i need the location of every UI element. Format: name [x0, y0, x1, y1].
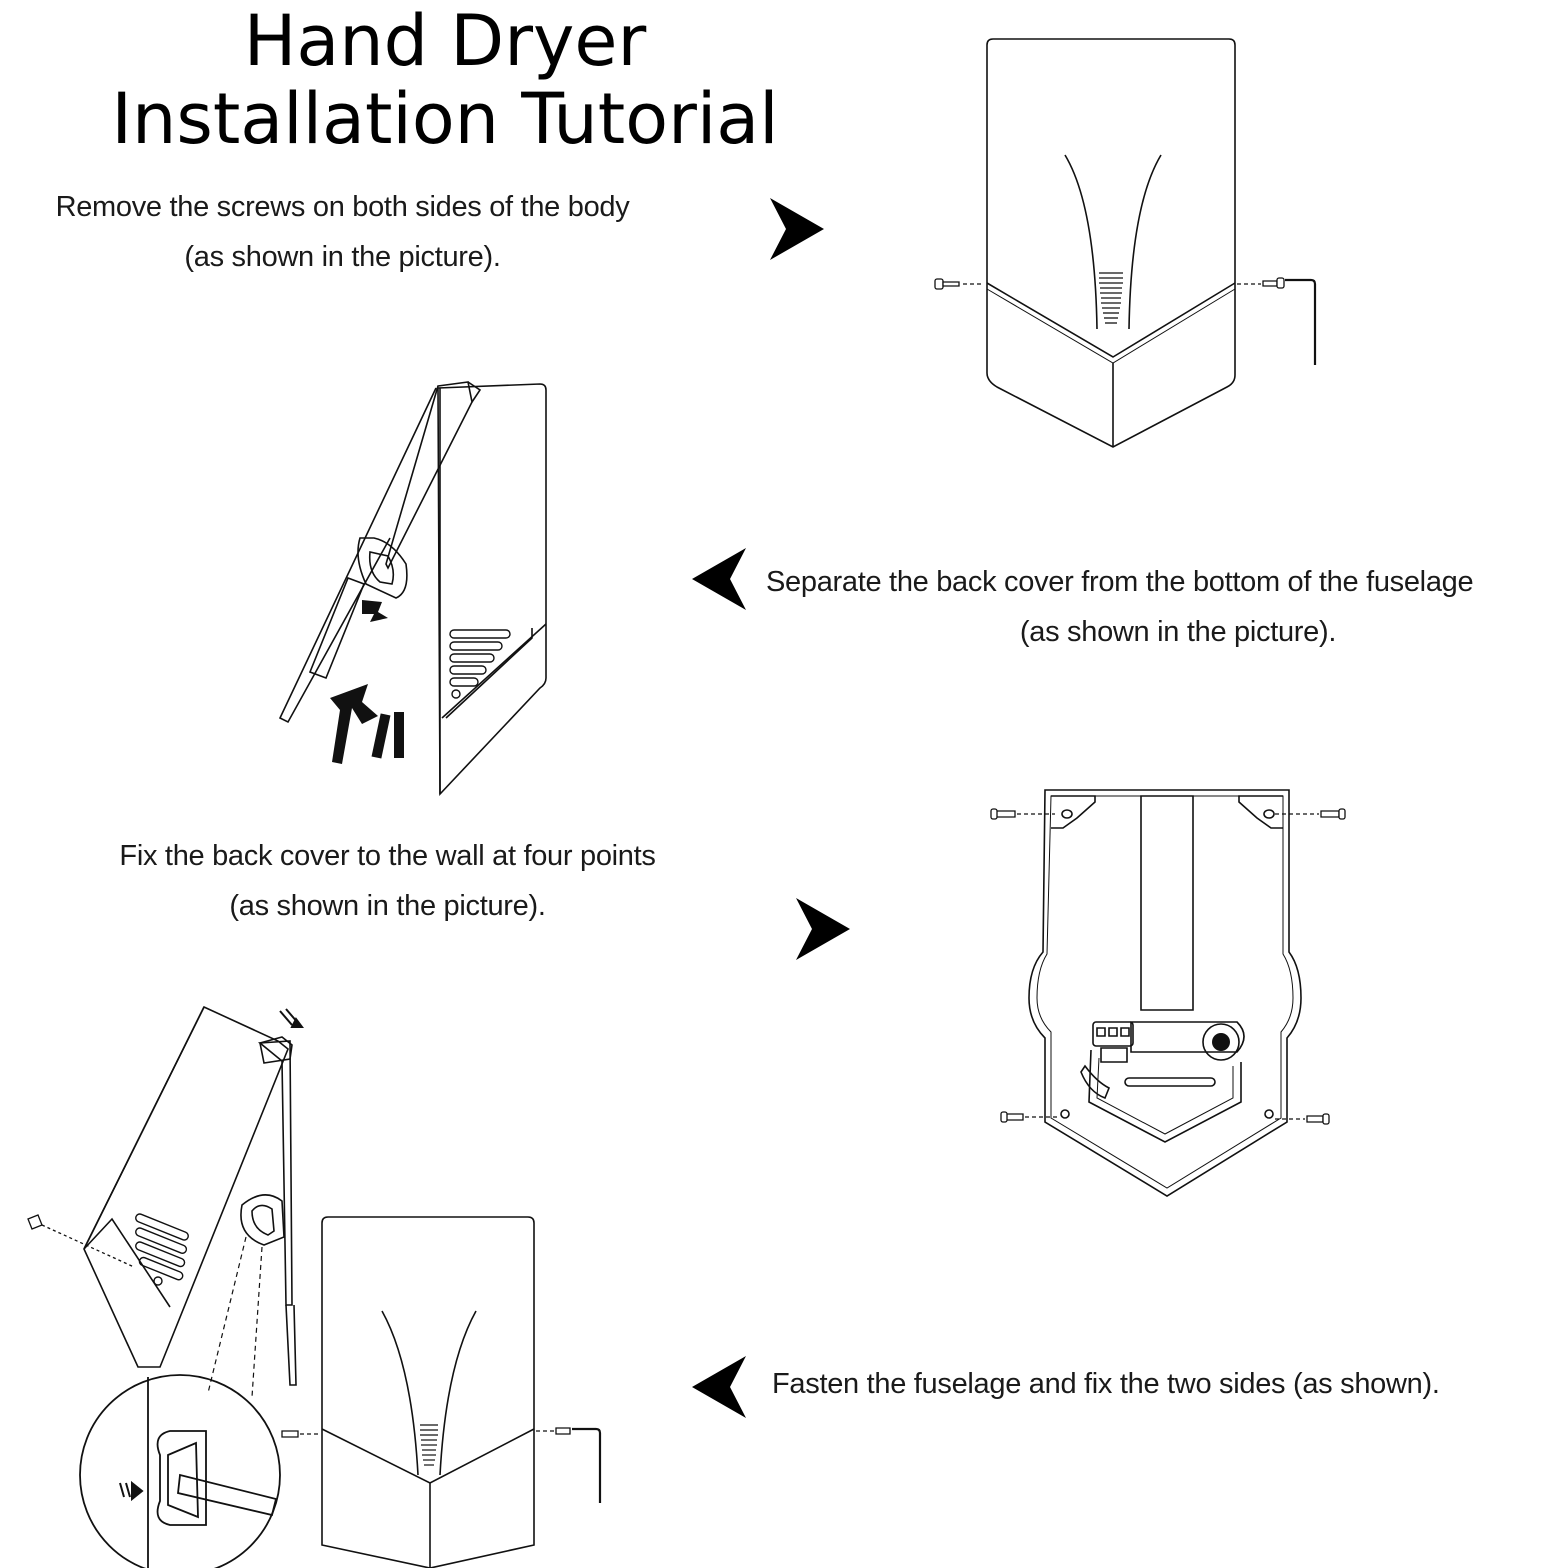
step-1-caption-line-2: (as shown in the picture). — [184, 241, 501, 273]
step-2-caption: Separate the back cover from the bottom … — [766, 557, 1568, 657]
step-2-caption-line-2: (as shown in the picture). — [1019, 616, 1337, 648]
step-2-caption-line-1: Separate the back cover from the bottom … — [766, 566, 1474, 598]
back-cover-separation-illustration — [270, 378, 560, 808]
step-1-caption: Remove the screws on both sides of the b… — [10, 182, 675, 282]
dryer-front-view-illustration — [925, 35, 1325, 455]
arrow-left-icon — [692, 548, 746, 610]
fasten-fuselage-illustration — [20, 1005, 620, 1568]
back-cover-wall-mount-illustration — [985, 782, 1355, 1202]
step-3-caption-line-2: (as shown in the picture). — [229, 890, 546, 922]
step-4-caption-line-1: Fasten the fuselage and fix the two side… — [772, 1368, 1440, 1400]
step-3-caption-line-1: Fix the back cover to the wall at four p… — [119, 840, 656, 872]
step-4-caption: Fasten the fuselage and fix the two side… — [772, 1359, 1532, 1409]
page-title-line-1: Hand Dryer — [243, 0, 647, 82]
step-1-caption-line-1: Remove the screws on both sides of the b… — [55, 191, 630, 223]
arrow-right-icon — [796, 898, 850, 960]
arrow-left-icon — [692, 1356, 746, 1418]
page-title-line-2: Installation Tutorial — [111, 78, 779, 160]
step-3-caption: Fix the back cover to the wall at four p… — [50, 831, 725, 931]
arrow-right-icon — [770, 198, 824, 260]
